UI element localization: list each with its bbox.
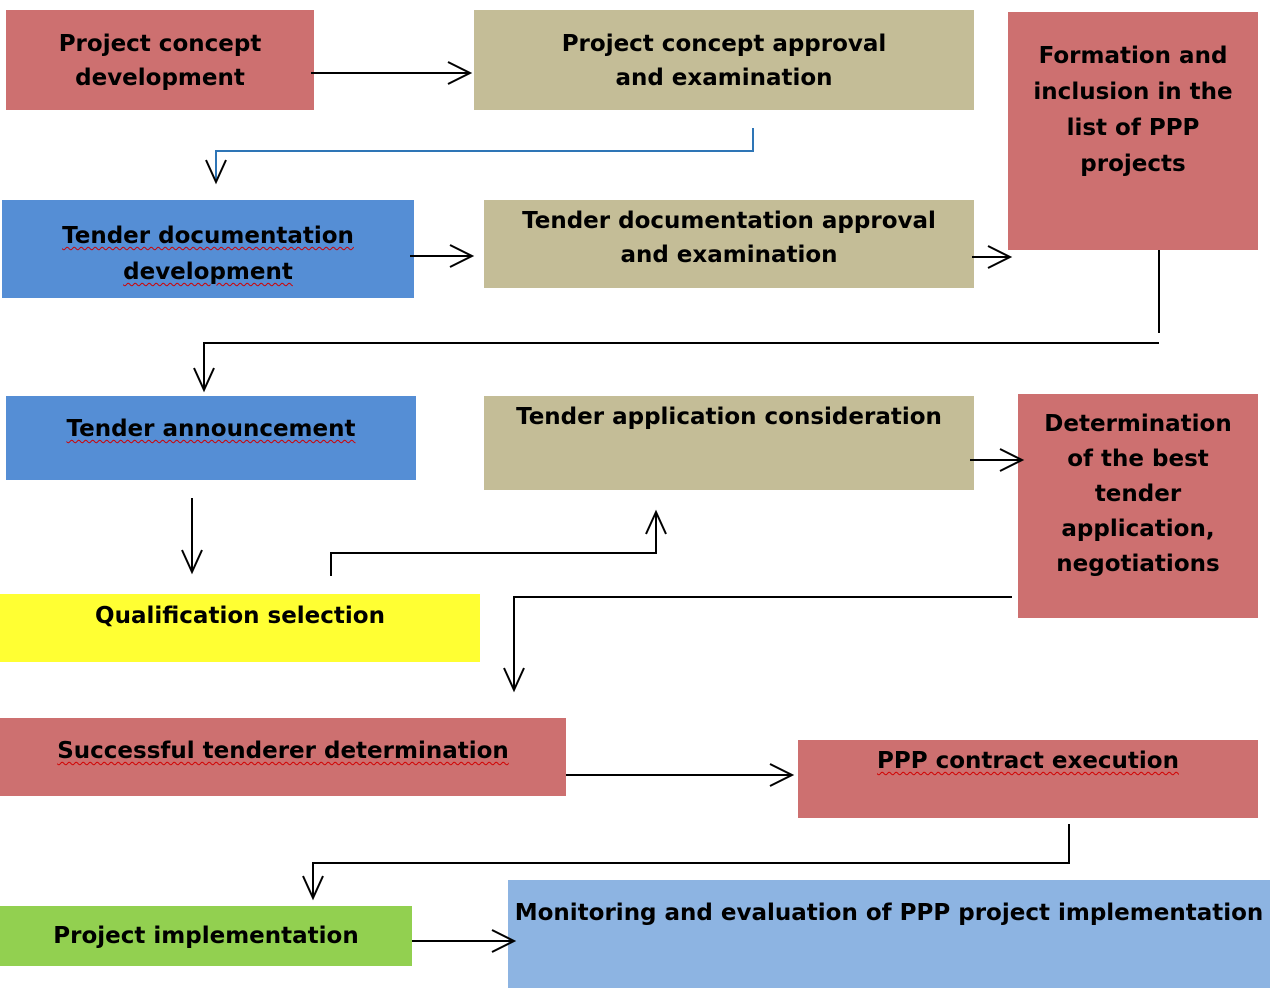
project-concept-approval-label: Project concept approval and examination	[561, 31, 887, 91]
tender-application-consideration-label: Tender application consideration	[516, 404, 942, 430]
arrow-tenderdoc-approval-to-formation	[972, 245, 1013, 269]
arrow-contract-to-implementation	[302, 824, 1070, 901]
arrow-formation-to-announcement	[193, 250, 1160, 393]
successful-tenderer-box: Successful tenderer determination	[0, 718, 566, 796]
successful-tenderer-label: Successful tenderer determination	[57, 738, 509, 764]
project-concept-development-box: Project concept development	[6, 10, 314, 110]
tender-announcement-box: Tender announcement	[6, 396, 416, 480]
arrow-approval-to-tender-doc-head	[205, 159, 227, 185]
tender-documentation-approval-box: Tender documentation approval and examin…	[484, 200, 974, 288]
arrow-tenderdoc-to-approval	[410, 244, 475, 268]
ppp-contract-execution-box: PPP contract execution	[798, 740, 1258, 818]
best-tender-application-label: Determination of the best tender applica…	[1044, 411, 1232, 577]
best-tender-application-box: Determination of the best tender applica…	[1018, 394, 1258, 618]
formation-ppp-list-box: Formation and inclusion in the list of P…	[1008, 12, 1258, 250]
ppp-contract-execution-label: PPP contract execution	[877, 748, 1179, 774]
tender-documentation-approval-label: Tender documentation approval and examin…	[522, 208, 936, 268]
qualification-selection-box: Qualification selection	[0, 594, 480, 662]
monitoring-evaluation-box: Monitoring and evaluation of PPP project…	[508, 880, 1270, 988]
arrow-approval-to-tender-doc	[215, 128, 754, 182]
arrow-concept-to-approval	[311, 61, 473, 85]
project-concept-development-label: Project concept development	[58, 31, 262, 91]
monitoring-evaluation-label: Monitoring and evaluation of PPP project…	[514, 900, 1264, 926]
arrow-qualification-to-consideration	[330, 509, 667, 576]
arrow-successful-to-contract	[566, 763, 795, 787]
project-concept-approval-box: Project concept approval and examination	[474, 10, 974, 110]
qualification-selection-label: Qualification selection	[95, 603, 385, 629]
project-implementation-label: Project implementation	[53, 923, 359, 949]
tender-announcement-label: Tender announcement	[66, 416, 356, 442]
tender-documentation-development-label: Tender documentation development	[62, 223, 354, 285]
project-implementation-box: Project implementation	[0, 906, 412, 966]
tender-documentation-development-box: Tender documentation development	[2, 200, 414, 298]
arrow-consideration-to-best	[970, 448, 1025, 472]
tender-application-consideration-box: Tender application consideration	[484, 396, 974, 490]
arrow-implementation-to-monitoring	[412, 929, 517, 953]
arrow-best-to-successful	[503, 596, 1012, 693]
formation-ppp-list-label: Formation and inclusion in the list of P…	[1033, 43, 1233, 177]
arrow-announcement-to-qualification	[181, 498, 203, 575]
